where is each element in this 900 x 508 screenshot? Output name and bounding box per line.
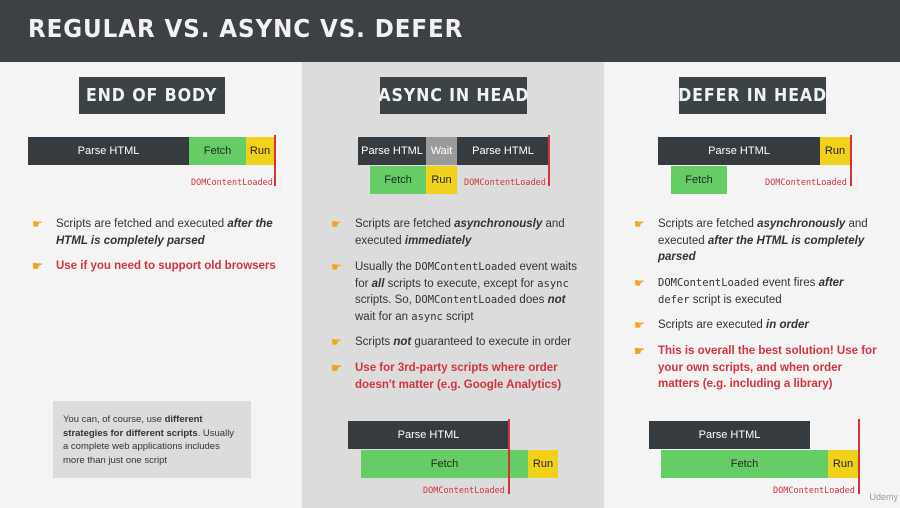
bullet-item: ☛ Scripts are fetched and executed after… — [32, 217, 273, 247]
page-title: REGULAR VS. ASYNC VS. DEFER — [28, 14, 464, 43]
pointing-hand-icon: ☛ — [634, 276, 645, 290]
dom-content-loaded-line — [850, 135, 852, 186]
bullet-item: ☛ Usually the DOMContentLoaded event wai… — [331, 260, 577, 323]
pointing-hand-icon: ☛ — [331, 217, 342, 231]
parse-html-bar: Parse HTML — [658, 137, 820, 165]
pointing-hand-icon: ☛ — [331, 260, 342, 274]
dom-content-loaded-label: DOMContentLoaded — [765, 178, 847, 188]
wait-bar: Wait — [426, 137, 457, 165]
parse-html-bar: Parse HTML — [649, 421, 810, 449]
run-bar: Run — [828, 450, 858, 478]
fetch-bar: Fetch — [661, 450, 828, 478]
title-bar: REGULAR VS. ASYNC VS. DEFER — [0, 0, 900, 62]
column-header: ASYNC IN HEAD — [378, 77, 528, 114]
pointing-hand-icon: ☛ — [331, 335, 342, 349]
dom-content-loaded-line — [508, 419, 510, 494]
dom-content-loaded-label: DOMContentLoaded — [773, 486, 855, 496]
run-bar: Run — [426, 166, 457, 194]
dom-content-loaded-label: DOMContentLoaded — [423, 486, 505, 496]
dom-content-loaded-line — [274, 135, 276, 186]
run-bar: Run — [528, 450, 558, 478]
dom-content-loaded-line — [548, 135, 550, 186]
dom-content-loaded-line — [858, 419, 860, 494]
column-header: END OF BODY — [79, 77, 225, 114]
watermark: Udemy — [869, 492, 898, 502]
dom-content-loaded-label: DOMContentLoaded — [464, 178, 546, 188]
fetch-bar: Fetch — [361, 450, 528, 478]
parse-html-bar: Parse HTML — [348, 421, 509, 449]
pointing-hand-icon: ☛ — [634, 318, 645, 332]
run-bar: Run — [246, 137, 274, 165]
pointing-hand-icon: ☛ — [634, 344, 645, 358]
note-box: You can, of course, use different strate… — [53, 401, 251, 478]
column-header: DEFER IN HEAD — [678, 77, 826, 114]
pointing-hand-icon: ☛ — [32, 259, 43, 273]
parse-html-bar: Parse HTML — [358, 137, 426, 165]
bullet-item: ☛ This is overall the best solution! Use… — [634, 344, 877, 390]
bullet-item: ☛ Use if you need to support old browser… — [32, 259, 276, 273]
pointing-hand-icon: ☛ — [634, 217, 645, 231]
run-bar: Run — [820, 137, 850, 165]
column-async-in-head: ASYNC IN HEAD Parse HTML Wait Parse HTML… — [302, 62, 604, 508]
pointing-hand-icon: ☛ — [32, 217, 43, 231]
bullet-item: ☛ Scripts are executed in order — [634, 318, 809, 332]
dom-content-loaded-label: DOMContentLoaded — [191, 178, 273, 188]
bullet-item: ☛ Use for 3rd-party scripts where order … — [331, 361, 562, 391]
parse-html-bar: Parse HTML — [457, 137, 549, 165]
bullet-item: ☛ Scripts not guaranteed to execute in o… — [331, 335, 572, 349]
pointing-hand-icon: ☛ — [331, 361, 342, 375]
fetch-bar: Fetch — [671, 166, 727, 194]
parse-html-bar: Parse HTML — [28, 137, 189, 165]
fetch-bar: Fetch — [370, 166, 426, 194]
bullet-item: ☛ Scripts are fetched asynchronously and… — [634, 217, 868, 263]
column-end-of-body: END OF BODY Parse HTML Fetch Run DOMCont… — [0, 62, 302, 508]
bullet-item: ☛ Scripts are fetched asynchronously and… — [331, 217, 565, 247]
column-defer-in-head: DEFER IN HEAD Parse HTML Run Fetch DOMCo… — [604, 62, 900, 508]
fetch-bar: Fetch — [189, 137, 246, 165]
